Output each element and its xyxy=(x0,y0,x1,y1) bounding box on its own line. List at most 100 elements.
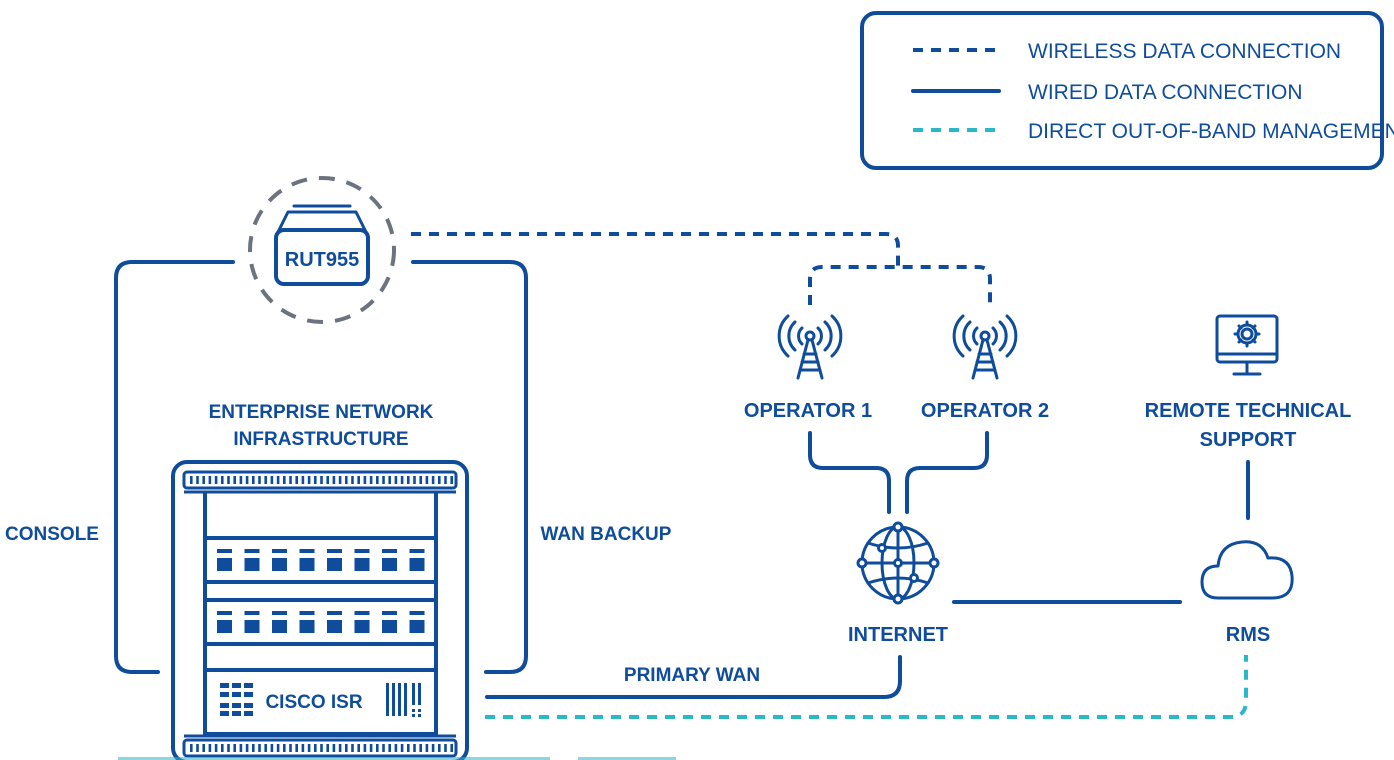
port-block xyxy=(299,558,315,571)
vent-slot xyxy=(338,744,342,752)
internet-node: INTERNET xyxy=(848,521,948,646)
console-connection xyxy=(114,260,235,674)
internet-label: INTERNET xyxy=(848,624,948,646)
operator-2: OPERATOR 2 xyxy=(921,314,1049,422)
router-icon xyxy=(274,204,370,286)
vent-slot xyxy=(190,744,193,752)
port-block xyxy=(272,620,287,633)
remote-support: REMOTE TECHNICAL SUPPORT xyxy=(1145,314,1351,451)
vent-slot xyxy=(431,476,435,484)
vent-slot xyxy=(276,476,280,484)
vent-slot xyxy=(407,476,410,484)
vent-slot xyxy=(289,476,292,484)
port-block xyxy=(327,558,342,571)
vent-slot xyxy=(227,476,230,484)
vent-slot xyxy=(221,476,224,484)
vent-slot xyxy=(307,744,311,752)
vent-slot xyxy=(252,744,255,752)
oob-management-connection xyxy=(485,655,1248,719)
port-led xyxy=(244,549,260,553)
vent-slot xyxy=(233,744,236,752)
operator1-internet-link xyxy=(808,431,891,514)
monitor-gear-icon xyxy=(1215,314,1279,376)
vent-slot xyxy=(450,476,453,484)
rut955-router: RUT955 xyxy=(248,176,396,324)
vent-slot xyxy=(338,476,342,484)
vent-slot xyxy=(388,744,391,752)
port-led xyxy=(327,611,342,615)
vent-slot xyxy=(252,476,255,484)
vent-slot xyxy=(438,744,441,752)
port-block xyxy=(217,620,232,633)
vent-slot xyxy=(357,744,360,752)
port-block xyxy=(354,620,370,633)
vent-slot xyxy=(227,744,230,752)
vent-slot xyxy=(431,744,435,752)
rack-unit-1 xyxy=(203,536,438,584)
globe-icon xyxy=(856,521,940,605)
port-led xyxy=(299,549,315,553)
vent-slot xyxy=(239,744,243,752)
port-block xyxy=(409,558,425,571)
port-block xyxy=(272,558,287,571)
port-led xyxy=(382,549,397,553)
legend-wireless-label: WIRELESS DATA CONNECTION xyxy=(1028,40,1341,63)
vent-slot xyxy=(295,476,298,484)
vent-slot xyxy=(301,744,305,752)
vent-slot xyxy=(413,476,416,484)
vent-slot xyxy=(320,476,323,484)
vent-slot xyxy=(376,476,379,484)
console-label: CONSOLE xyxy=(5,524,99,545)
legend-wired-label: WIRED DATA CONNECTION xyxy=(1028,81,1303,104)
vent-slot xyxy=(382,476,385,484)
vent-slot xyxy=(419,476,422,484)
port-led xyxy=(217,611,232,615)
wan-backup-connection xyxy=(411,260,528,674)
port-block xyxy=(299,620,315,633)
vent-slot xyxy=(444,476,447,484)
operator-wireless-split xyxy=(808,265,992,305)
vent-slot xyxy=(400,744,404,752)
top-vent-grille xyxy=(190,476,453,484)
vent-slot xyxy=(382,744,385,752)
vent-slot xyxy=(264,476,267,484)
router-label: RUT955 xyxy=(285,249,359,271)
vent-slot xyxy=(202,744,205,752)
cloud-icon xyxy=(1200,540,1294,600)
operator-1: OPERATOR 1 xyxy=(744,314,872,422)
bottom-vent-grille xyxy=(190,744,453,752)
vent-slot xyxy=(214,744,218,752)
enterprise-label-line2: INFRASTRUCTURE xyxy=(233,429,408,450)
cisco-grid-icon xyxy=(220,683,253,716)
port-led xyxy=(272,611,287,615)
port-led xyxy=(272,549,287,553)
primary-wan-connection xyxy=(485,655,902,699)
rms-label: RMS xyxy=(1226,624,1270,646)
vent-slot xyxy=(270,476,274,484)
vent-slot xyxy=(332,744,336,752)
vent-slot xyxy=(221,744,224,752)
vent-slot xyxy=(239,476,243,484)
primary-wan-label: PRIMARY WAN xyxy=(624,665,760,686)
rack-unit-2 xyxy=(203,598,438,646)
port-block xyxy=(382,558,397,571)
vent-slot xyxy=(202,476,205,484)
legend: WIRELESS DATA CONNECTION WIRED DATA CONN… xyxy=(860,11,1394,170)
vent-slot xyxy=(345,476,348,484)
rack-unit-2-ports xyxy=(217,611,425,633)
vent-slot xyxy=(270,744,274,752)
operator2-label: OPERATOR 2 xyxy=(921,400,1049,422)
router-wireless-link xyxy=(411,232,900,267)
vent-slot xyxy=(289,744,292,752)
vent-slot xyxy=(314,476,317,484)
vent-slot xyxy=(407,744,410,752)
vent-slot xyxy=(388,476,391,484)
vent-slot xyxy=(369,476,373,484)
port-led xyxy=(409,549,425,553)
vent-slot xyxy=(425,744,429,752)
port-block xyxy=(244,620,260,633)
vent-slot xyxy=(258,744,261,752)
vent-slot xyxy=(301,476,305,484)
cisco-label: CISCO ISR xyxy=(265,692,362,713)
